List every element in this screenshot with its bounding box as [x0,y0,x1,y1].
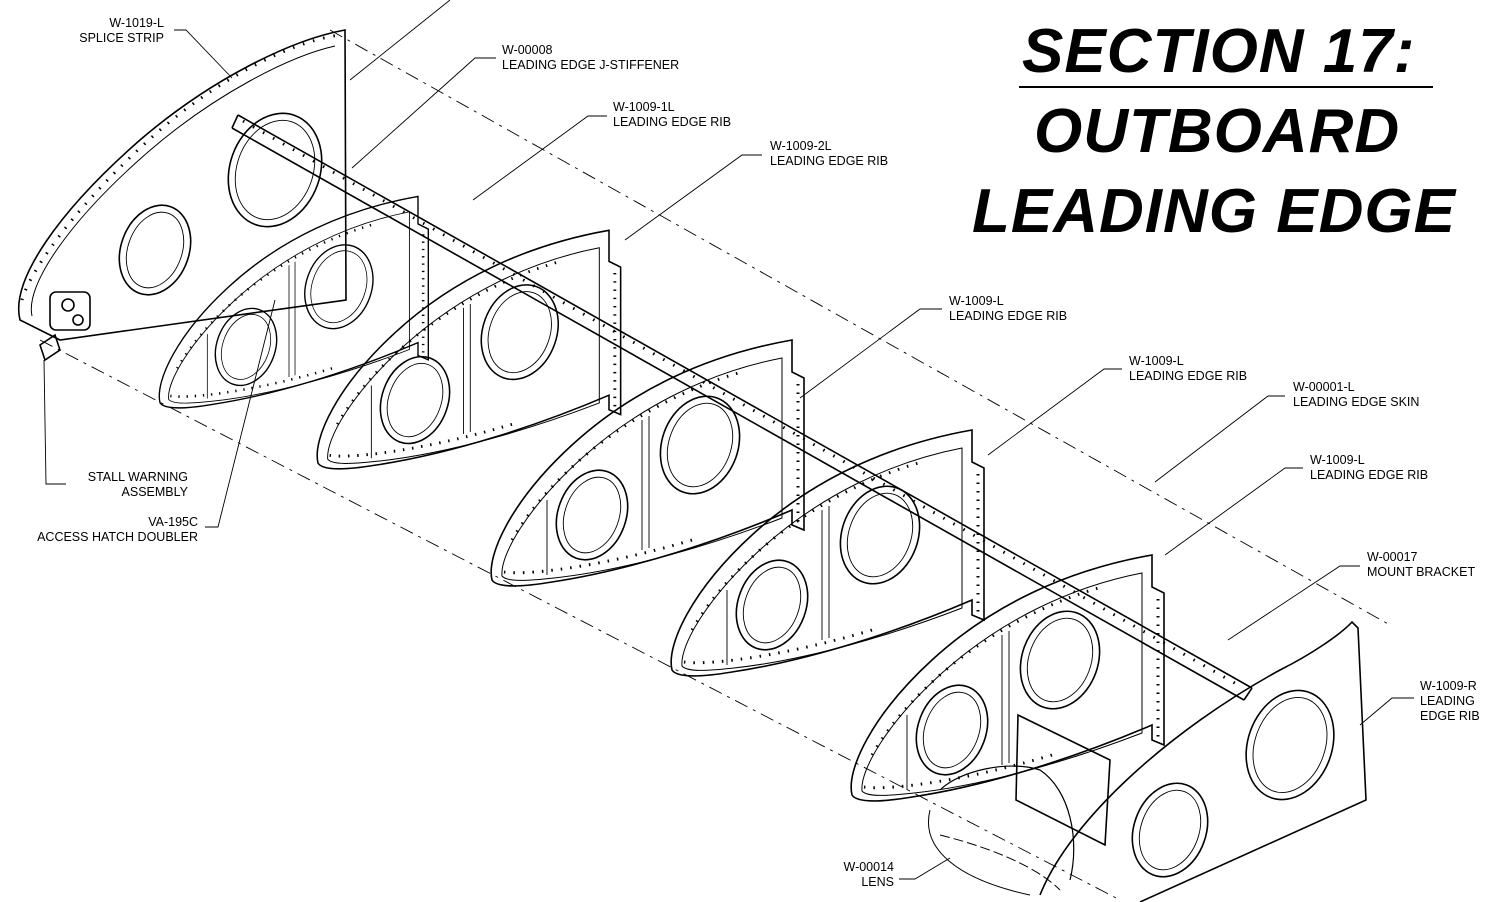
part-name: LEADING EDGE J-STIFFENER [502,58,680,72]
part-number: W-1009-L [949,294,1004,308]
end-rib-assembly [928,620,1367,902]
part-number: W-00017 [1367,550,1418,564]
part-number: W-1009-1L [613,100,675,114]
rib-1 [157,195,430,410]
part-name: LEADING EDGE RIB [1310,468,1429,482]
part-name: LEADING EDGE RIB [1129,369,1248,383]
callout-lens: W-00014 LENS [820,860,895,890]
part-name: LENS [861,875,894,889]
callout-rib-l-a: W-1009-L LEADING EDGE RIB [949,294,1067,324]
part-name: LEADING EDGE SKIN [1293,395,1420,409]
callout-access-hatch-doubler: VA-195C ACCESS HATCH DOUBLER [20,515,198,545]
part-number: W-00001-L [1293,380,1355,394]
part-name: LEADING EDGE RIB [613,115,732,129]
part-name: SPLICE STRIP [79,31,164,45]
callout-rib-l-c: W-1009-L LEADING EDGE RIB [1310,453,1428,483]
callout-rib-r: W-1009-R LEADING EDGE RIB [1420,679,1480,724]
leader-lines [43,0,1414,880]
part-number: VA-195C [148,515,198,529]
part-number: W-00014 [843,860,895,874]
rib-4 [669,428,986,678]
part-number: W-1019-L [109,16,164,30]
part-name-line-2: ASSEMBLY [121,485,188,499]
splice-strip-assembly [18,29,347,362]
callout-stall-warning: STALL WARNING ASSEMBLY [70,470,188,500]
part-number: W-1009-L [1129,354,1184,368]
rib-5 [849,553,1166,803]
part-name: ACCESS HATCH DOUBLER [37,530,198,544]
part-name-line-2: EDGE RIB [1420,709,1480,723]
callout-rib-1l: W-1009-1L LEADING EDGE RIB [613,100,731,130]
part-name-line-1: LEADING [1420,694,1475,708]
callout-splice-strip: W-1019-L SPLICE STRIP [60,16,164,46]
j-stiffener-beam [231,114,1253,701]
part-number: W-1009-R [1420,679,1477,693]
section-title-line-2: OUTBOARD [1034,97,1401,166]
part-number: W-00008 [502,43,553,57]
callout-mount-bracket: W-00017 MOUNT BRACKET [1367,550,1475,580]
section-title-line-3: LEADING EDGE [972,177,1456,246]
part-name: LEADING EDGE RIB [949,309,1068,323]
part-number: W-1009-L [1310,453,1365,467]
callout-rib-2l: W-1009-2L LEADING EDGE RIB [770,139,888,169]
section-title-line-1: SECTION 17: [1022,17,1416,86]
callout-j-stiffener: W-00008 LEADING EDGE J-STIFFENER [502,43,679,73]
part-name: MOUNT BRACKET [1367,565,1476,579]
callout-rib-l-b: W-1009-L LEADING EDGE RIB [1129,354,1247,384]
rib-2 [315,228,623,471]
part-number: W-1009-2L [770,139,832,153]
part-name: LEADING EDGE RIB [770,154,889,168]
title-underline [1019,86,1433,88]
part-name-line-1: STALL WARNING [87,470,188,484]
rib-3 [489,338,806,588]
callout-leading-edge-skin: W-00001-L LEADING EDGE SKIN [1293,380,1419,410]
